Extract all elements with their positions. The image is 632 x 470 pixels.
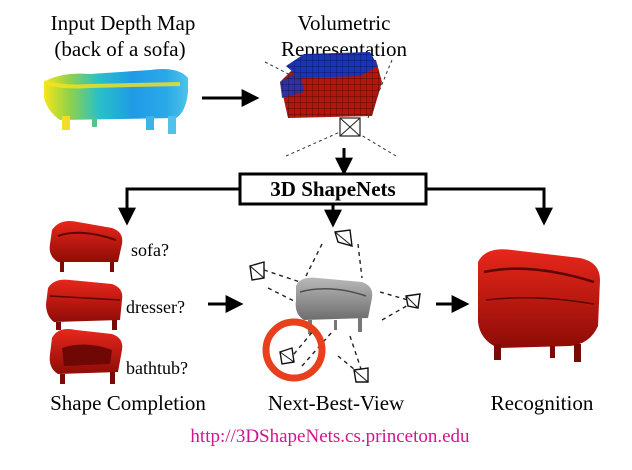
input-title-line1: Input Depth Map [51, 11, 196, 35]
sofa-icon [49, 221, 123, 272]
input-title-line2: (back of a sofa) [54, 37, 185, 61]
highlight-circle [262, 318, 326, 382]
dresser-icon [46, 279, 123, 330]
depth-map-icon [43, 69, 188, 134]
next-best-view-label: Next-Best-View [268, 391, 405, 415]
candidate-label-bathtub: bathtub? [126, 358, 188, 378]
shapenets-label: 3D ShapeNets [270, 177, 395, 201]
camera-icon [405, 293, 421, 309]
volumetric-title-line1: Volumetric [298, 11, 391, 35]
camera-icon [334, 229, 353, 247]
arrow-icon [118, 187, 240, 226]
project-url[interactable]: http://3DShapeNets.cs.princeton.edu [190, 426, 470, 447]
candidate-label-dresser: dresser? [126, 297, 185, 317]
view-rays [263, 243, 411, 375]
shape-completion-label: Shape Completion [50, 391, 206, 415]
arrow-icon [426, 187, 553, 226]
camera-icon [279, 347, 295, 365]
camera-icon [353, 367, 369, 383]
bathtub-icon [49, 329, 123, 384]
sofa-icon [478, 249, 600, 362]
camera-icon [249, 261, 265, 281]
recognition-label: Recognition [491, 391, 594, 415]
voxel-grid-icon [264, 52, 397, 157]
candidate-label-sofa: sofa? [131, 240, 169, 260]
